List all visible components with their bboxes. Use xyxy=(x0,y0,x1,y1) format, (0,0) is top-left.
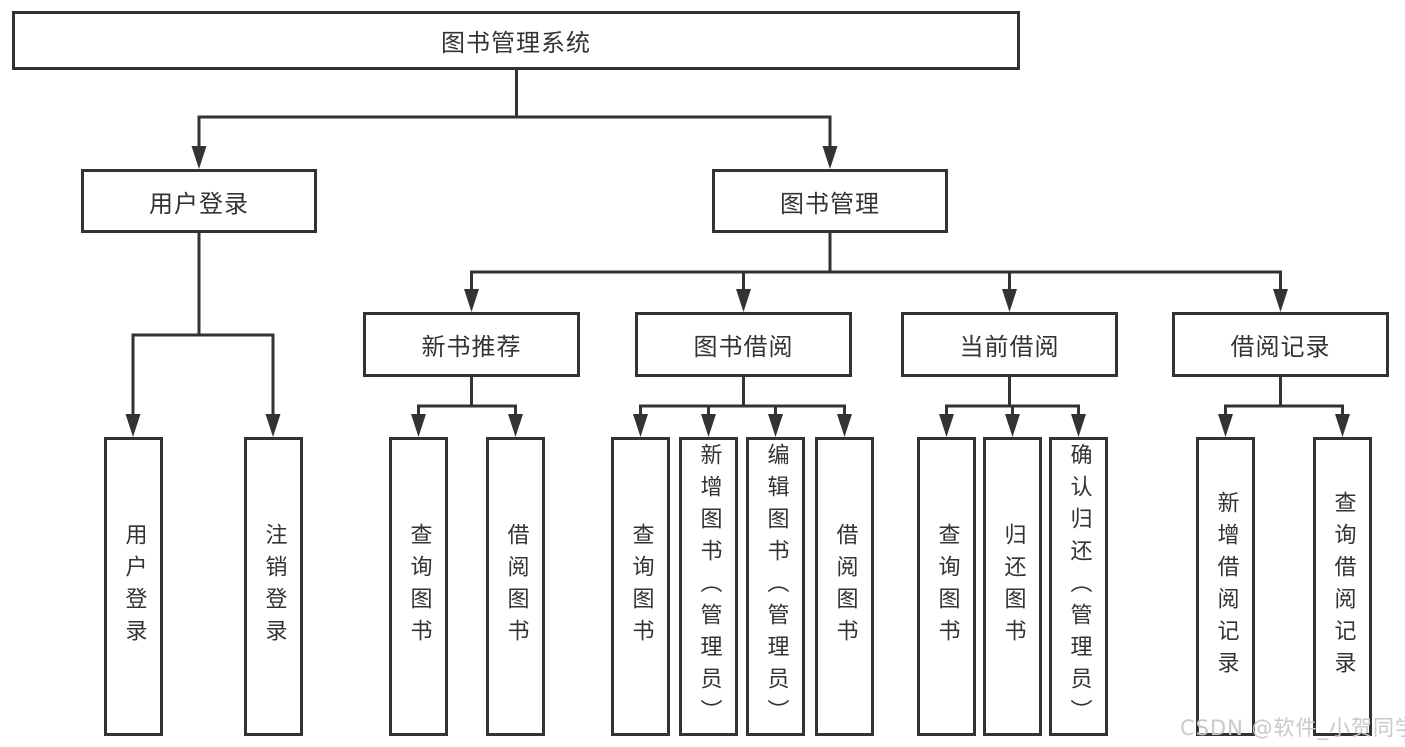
node-new-book-recommend-label: 新书推荐 xyxy=(421,333,522,361)
leaf-confirm-return-admin: 确认归还（管理员） xyxy=(1049,437,1108,736)
node-new-book-recommend: 新书推荐 xyxy=(363,312,580,377)
csdn-watermark: CSDN @软件_小贺同学 xyxy=(1180,716,1405,740)
leaf-query-books-recommend-label: 查询图书 xyxy=(406,522,432,651)
leaf-add-book-admin: 新增图书（管理员） xyxy=(679,437,738,736)
leaf-query-borrow-record-label: 查询借阅记录 xyxy=(1330,490,1356,683)
node-root-label: 图书管理系统 xyxy=(441,29,591,57)
leaf-edit-book-admin-label: 编辑图书（管理员） xyxy=(763,442,789,731)
leaf-query-borrow-record: 查询借阅记录 xyxy=(1313,437,1372,736)
leaf-return-book: 归还图书 xyxy=(983,437,1042,736)
node-book-management-label: 图书管理 xyxy=(780,189,880,218)
connector-new-book-recommend-to-leaves xyxy=(417,377,517,418)
connector-borrow-records-to-leaves xyxy=(1224,377,1344,418)
leaf-user-login-label: 用户登录 xyxy=(121,522,147,651)
node-book-borrow: 图书借阅 xyxy=(635,312,852,377)
leaf-query-books-recommend: 查询图书 xyxy=(389,437,448,736)
node-root: 图书管理系统 xyxy=(12,11,1020,70)
leaf-edit-book-admin: 编辑图书（管理员） xyxy=(746,437,805,736)
leaf-user-login: 用户登录 xyxy=(104,437,163,736)
leaf-logout: 注销登录 xyxy=(244,437,303,736)
leaf-add-book-admin-label: 新增图书（管理员） xyxy=(696,442,722,731)
leaf-confirm-return-admin-label: 确认归还（管理员） xyxy=(1066,442,1092,731)
node-borrow-records: 借阅记录 xyxy=(1172,312,1389,377)
arrowhead-icons xyxy=(125,146,1350,437)
connector-book-management-to-level3 xyxy=(470,233,1282,293)
leaf-query-books-current: 查询图书 xyxy=(917,437,976,736)
node-user-login-label: 用户登录 xyxy=(149,189,249,218)
leaf-borrow-books-recommend: 借阅图书 xyxy=(486,437,545,736)
leaf-add-borrow-record: 新增借阅记录 xyxy=(1196,437,1255,736)
leaf-query-books-current-label: 查询图书 xyxy=(934,522,960,651)
leaf-return-book-label: 归还图书 xyxy=(1000,522,1026,651)
connector-current-borrow-to-leaves xyxy=(945,377,1080,418)
connector-book-borrow-to-leaves xyxy=(639,377,846,418)
node-borrow-records-label: 借阅记录 xyxy=(1230,333,1331,361)
leaf-borrow-books-recommend-label: 借阅图书 xyxy=(503,522,529,651)
connector-user-login-to-leaves xyxy=(131,233,275,418)
node-user-login: 用户登录 xyxy=(81,169,317,233)
leaf-borrow-books-label: 借阅图书 xyxy=(832,522,858,651)
leaf-borrow-books: 借阅图书 xyxy=(815,437,874,736)
node-book-management: 图书管理 xyxy=(712,169,948,233)
node-current-borrow: 当前借阅 xyxy=(901,312,1118,377)
leaf-query-books-borrow: 查询图书 xyxy=(611,437,670,736)
connector-root-to-level2 xyxy=(197,70,832,150)
node-book-borrow-label: 图书借阅 xyxy=(693,333,794,361)
leaf-add-borrow-record-label: 新增借阅记录 xyxy=(1213,490,1239,683)
leaf-query-books-borrow-label: 查询图书 xyxy=(628,522,654,651)
leaf-logout-label: 注销登录 xyxy=(261,522,287,651)
node-current-borrow-label: 当前借阅 xyxy=(959,333,1060,361)
